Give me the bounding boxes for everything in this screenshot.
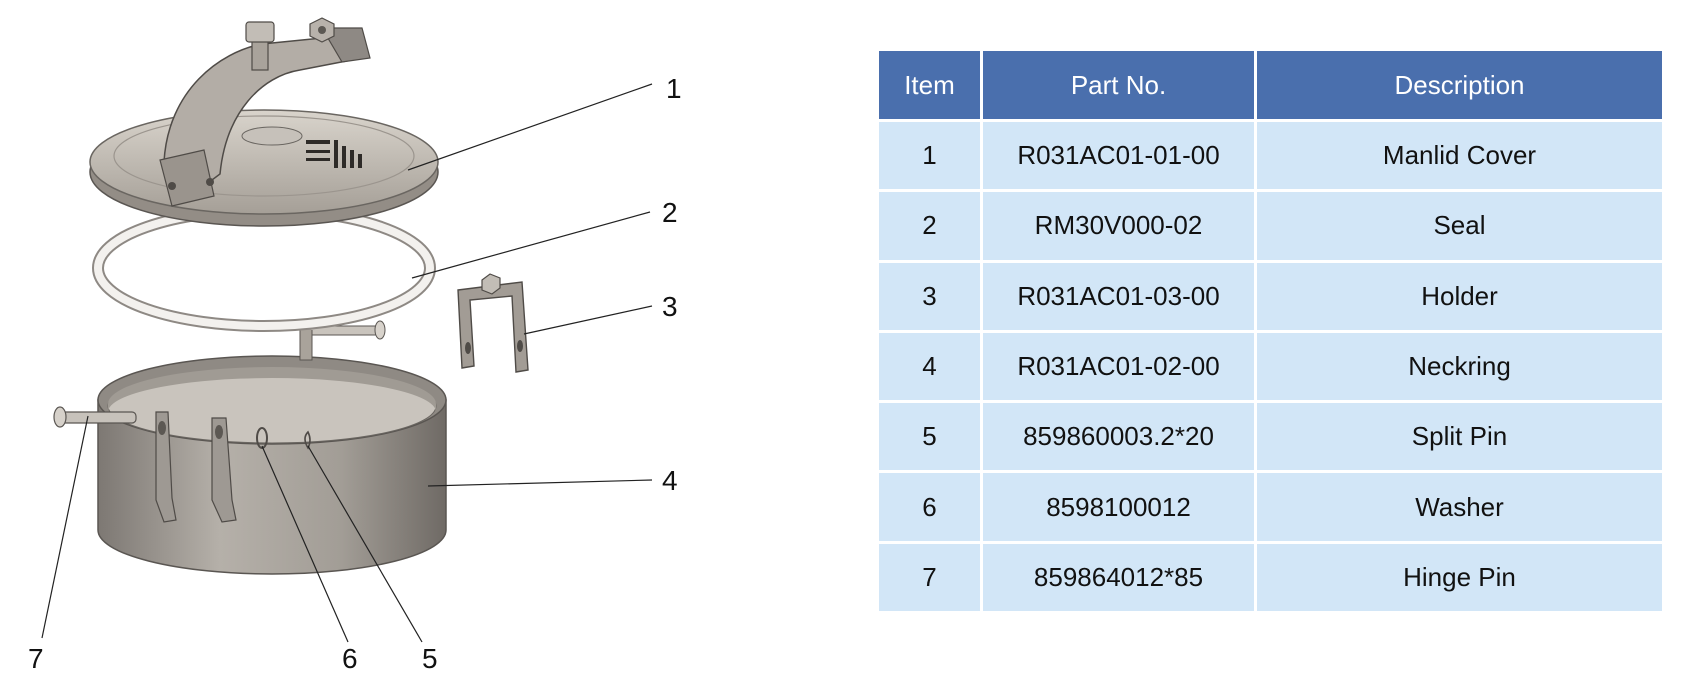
- cell-part-no: R031AC01-02-00: [980, 329, 1257, 404]
- leader-line-1: [407, 83, 653, 171]
- leader-line-7: [41, 415, 89, 639]
- neckring-part: [97, 355, 447, 575]
- cell-item: 6: [876, 470, 983, 544]
- cell-item: 4: [876, 329, 983, 404]
- manlid-cover-part: [89, 109, 439, 227]
- cell-description: Seal: [1254, 189, 1665, 263]
- leader-line-6: [261, 445, 349, 643]
- table-header-row: Item Part No. Description: [876, 48, 1665, 122]
- parts-table: Item Part No. Description 1 R031AC01-01-…: [876, 48, 1665, 615]
- cell-item: 1: [876, 118, 983, 193]
- leader-line-4: [427, 479, 653, 487]
- swing-arm: [159, 17, 371, 207]
- header-item: Item: [876, 48, 983, 122]
- table-row: 5 859860003.2*20 Split Pin: [876, 400, 1665, 474]
- cell-item: 2: [876, 189, 983, 263]
- cell-description: Holder: [1254, 259, 1665, 333]
- cell-description: Neckring: [1254, 329, 1665, 404]
- callout-5: 5: [422, 643, 438, 674]
- cell-item: 7: [876, 540, 983, 615]
- leader-lines: [41, 83, 653, 643]
- table-row: 4 R031AC01-02-00 Neckring: [876, 329, 1665, 404]
- cell-description: Washer: [1254, 470, 1665, 544]
- cell-description: Manlid Cover: [1254, 118, 1665, 193]
- table-row: 3 R031AC01-03-00 Holder: [876, 259, 1665, 333]
- callout-3: 3: [662, 291, 678, 322]
- table-row: 2 RM30V000-02 Seal: [876, 189, 1665, 263]
- cell-description: Hinge Pin: [1254, 540, 1665, 615]
- leader-line-5: [307, 445, 423, 643]
- hinge-lugs: [155, 411, 237, 523]
- leader-line-2: [411, 211, 651, 279]
- cell-item: 5: [876, 400, 983, 474]
- callout-7: 7: [28, 643, 44, 674]
- cell-part-no: RM30V000-02: [980, 189, 1257, 263]
- cell-part-no: 8598100012: [980, 470, 1257, 544]
- exploded-view-diagram: 1 2 3 4 5 6 7: [28, 17, 682, 674]
- seal-part: [92, 204, 436, 332]
- hinge-pin-part: [53, 406, 137, 428]
- cell-part-no: R031AC01-03-00: [980, 259, 1257, 333]
- table-row: 6 8598100012 Washer: [876, 470, 1665, 544]
- table-row: 1 R031AC01-01-00 Manlid Cover: [876, 118, 1665, 193]
- callout-2: 2: [662, 197, 678, 228]
- cell-item: 3: [876, 259, 983, 333]
- holder-part: [457, 273, 529, 373]
- cell-part-no: 859860003.2*20: [980, 400, 1257, 474]
- leader-line-3: [523, 305, 653, 335]
- callout-6: 6: [342, 643, 358, 674]
- callout-1: 1: [666, 73, 682, 104]
- header-part-no: Part No.: [980, 48, 1257, 122]
- table-row: 7 859864012*85 Hinge Pin: [876, 540, 1665, 615]
- cell-part-no: R031AC01-01-00: [980, 118, 1257, 193]
- cell-description: Split Pin: [1254, 400, 1665, 474]
- cell-part-no: 859864012*85: [980, 540, 1257, 615]
- split-pin-part: [304, 430, 311, 450]
- washer-part: [256, 427, 268, 449]
- callout-4: 4: [662, 465, 678, 496]
- header-description: Description: [1254, 48, 1665, 122]
